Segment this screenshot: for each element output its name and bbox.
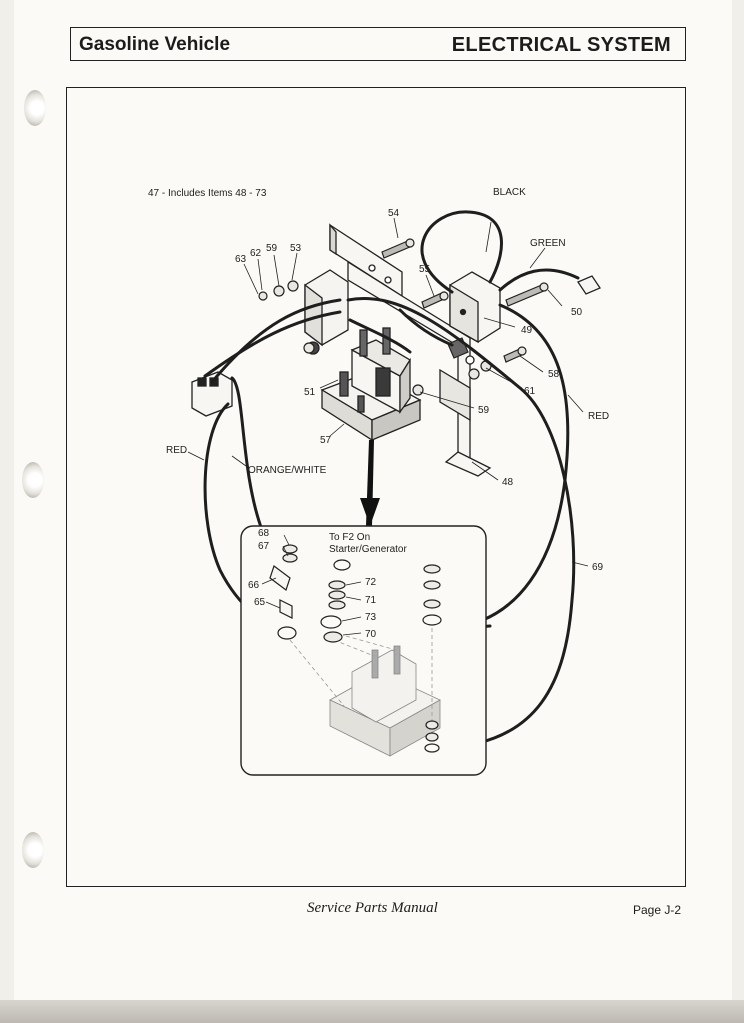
vehicle-type-title: Gasoline Vehicle (79, 34, 231, 55)
section-title: ELECTRICAL SYSTEM (451, 34, 671, 56)
green-connector (577, 275, 601, 295)
includes-note: 47 - Includes Items 48 - 73 (148, 188, 267, 199)
part-number: 70 (365, 629, 377, 640)
binder-hole-top (24, 90, 46, 126)
inset-note-line1: To F2 On (329, 532, 370, 543)
part-number: 50 (571, 307, 583, 318)
inset-detail-box (240, 525, 487, 776)
solenoid (320, 327, 422, 442)
part-number: 51 (304, 387, 316, 398)
part-number: 65 (254, 597, 266, 608)
mounting-bracket (329, 223, 492, 477)
part-number: 68 (258, 528, 270, 539)
diagram-frame (66, 87, 686, 887)
page-edge-shadow (0, 1000, 744, 1023)
wire-label-red-left: RED (166, 445, 187, 456)
part-number: 59 (266, 243, 278, 254)
binder-hole-bottom (22, 832, 44, 868)
part-number: 53 (290, 243, 302, 254)
leader-lines (187, 217, 589, 567)
wire-label-green: GREEN (530, 238, 566, 249)
part-number: 73 (365, 612, 377, 623)
plug-relay (191, 371, 233, 417)
box-49 (449, 271, 501, 344)
part-number: 58 (548, 369, 560, 380)
part-number: 61 (524, 386, 536, 397)
part-number: 48 (502, 477, 514, 488)
relay-53 (304, 269, 349, 355)
part-number: 49 (521, 325, 533, 336)
part-number: 63 (235, 254, 247, 265)
page-header: Gasoline Vehicle ELECTRICAL SYSTEM (70, 27, 686, 61)
binder-hole-middle (22, 462, 44, 498)
part-number: 72 (365, 577, 377, 588)
page-number: Page J-2 (633, 903, 682, 917)
wire-label-red-right: RED (588, 411, 609, 422)
wire-label-orange-white: ORANGE/WHITE (248, 465, 327, 476)
part-number: 55 (419, 264, 431, 275)
part-number: 66 (248, 580, 260, 591)
part-number: 69 (592, 562, 604, 573)
inset-note-line2: Starter/Generator (329, 544, 407, 555)
inset-pointer (360, 440, 380, 526)
part-number: 59 (478, 405, 490, 416)
diagram-labels: 47 - Includes Items 48 - 73 BLACK GREEN … (148, 187, 609, 640)
wire-label-black: BLACK (493, 187, 526, 198)
part-number: 62 (250, 248, 262, 259)
part-number: 71 (365, 595, 377, 606)
part-number: 54 (388, 208, 400, 219)
part-number: 57 (320, 435, 332, 446)
part-number: 67 (258, 541, 270, 552)
manual-name: Service Parts Manual (307, 900, 438, 916)
